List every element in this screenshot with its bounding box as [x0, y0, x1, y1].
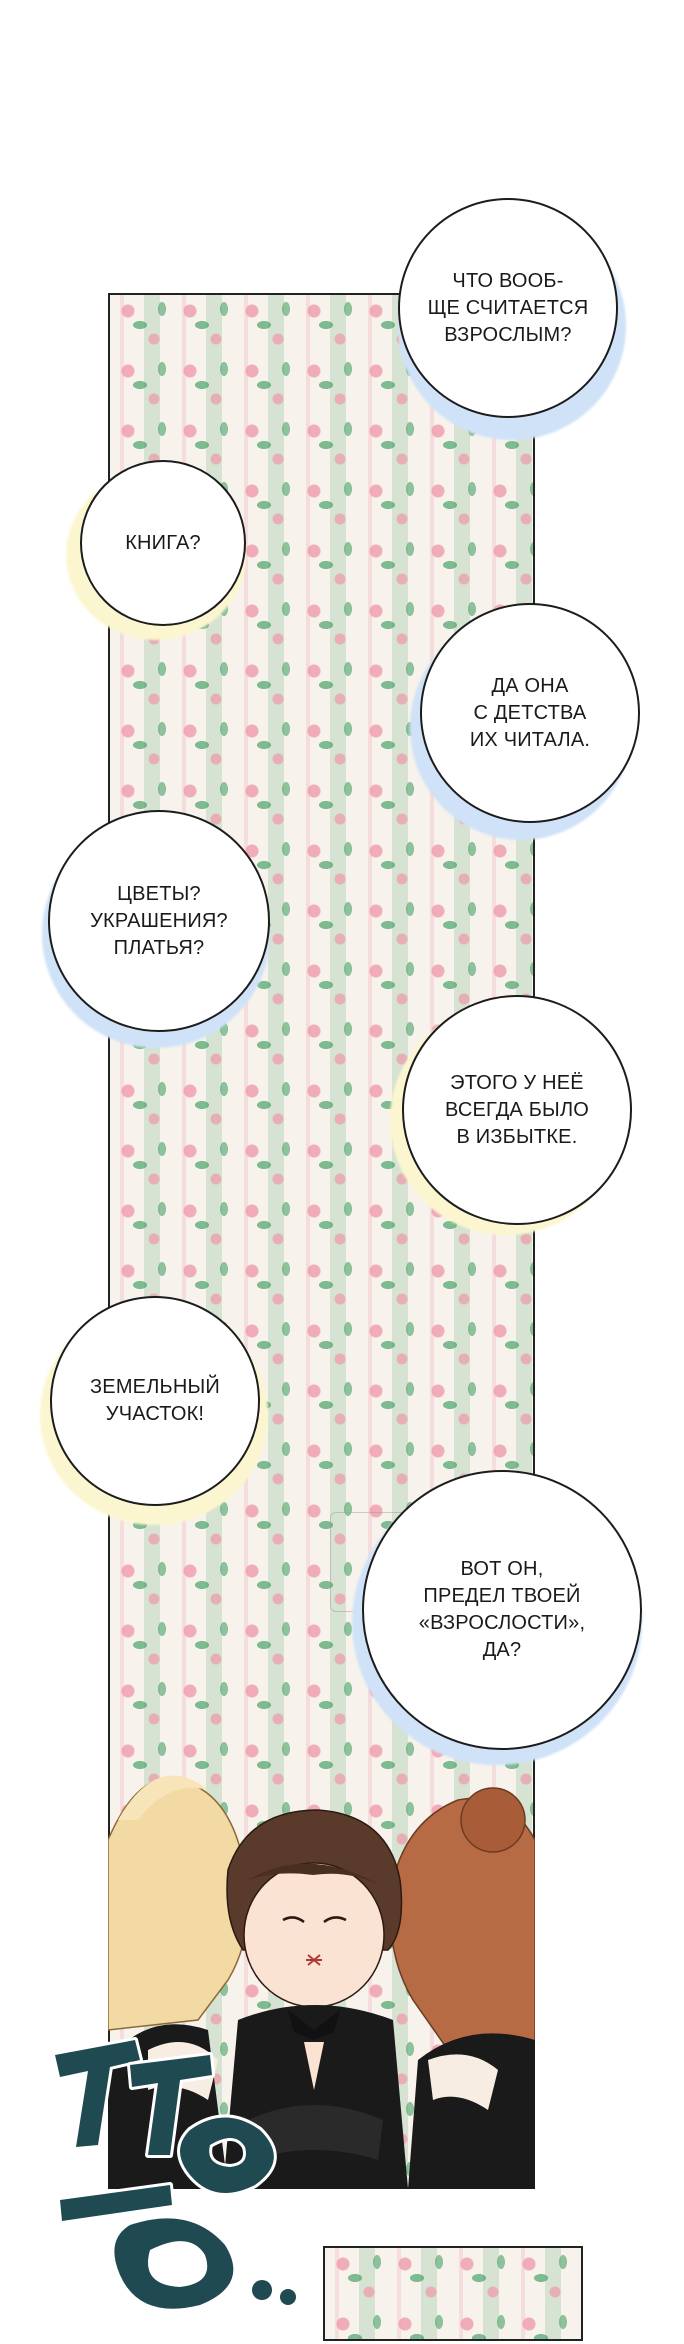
- bubble-text: ЦВЕТЫ? УКРАШЕНИЯ? ПЛАТЬЯ?: [90, 882, 228, 959]
- speech-bubble: ЭТОГО У НЕЁ ВСЕГДА БЫЛО В ИЗБЫТКЕ.: [402, 995, 632, 1225]
- bubble-text: КНИГА?: [125, 531, 201, 554]
- bubble-text: ЧТО ВООБ- ЩЕ СЧИТАЕТСЯ ВЗРОСЛЫМ?: [427, 269, 589, 346]
- sound-effect-lettering: [52, 2037, 299, 2312]
- floral-wallpaper-strip: [323, 2246, 583, 2341]
- speech-bubble: ДА ОНА С ДЕТСТВА ИХ ЧИТАЛА.: [420, 603, 640, 823]
- bubble-text: ЗЕМЕЛЬНЫЙ УЧАСТОК!: [90, 1376, 220, 1425]
- speech-bubble: ВОТ ОН, ПРЕДЕЛ ТВОЕЙ «ВЗРОСЛОСТИ», ДА?: [362, 1470, 642, 1750]
- bubble-text: ДА ОНА С ДЕТСТВА ИХ ЧИТАЛА.: [469, 674, 591, 751]
- speech-bubble: ЦВЕТЫ? УКРАШЕНИЯ? ПЛАТЬЯ?: [48, 810, 270, 1032]
- speech-bubble: ЗЕМЕЛЬНЫЙ УЧАСТОК!: [50, 1296, 260, 1506]
- speech-bubble: КНИГА?: [80, 460, 246, 626]
- bubble-text: ЭТОГО У НЕЁ ВСЕГДА БЫЛО В ИЗБЫТКЕ.: [444, 1071, 590, 1148]
- speech-bubble: ЧТО ВООБ- ЩЕ СЧИТАЕТСЯ ВЗРОСЛЫМ?: [398, 198, 618, 418]
- bubble-text: ВОТ ОН, ПРЕДЕЛ ТВОЕЙ «ВЗРОСЛОСТИ», ДА?: [418, 1558, 586, 1661]
